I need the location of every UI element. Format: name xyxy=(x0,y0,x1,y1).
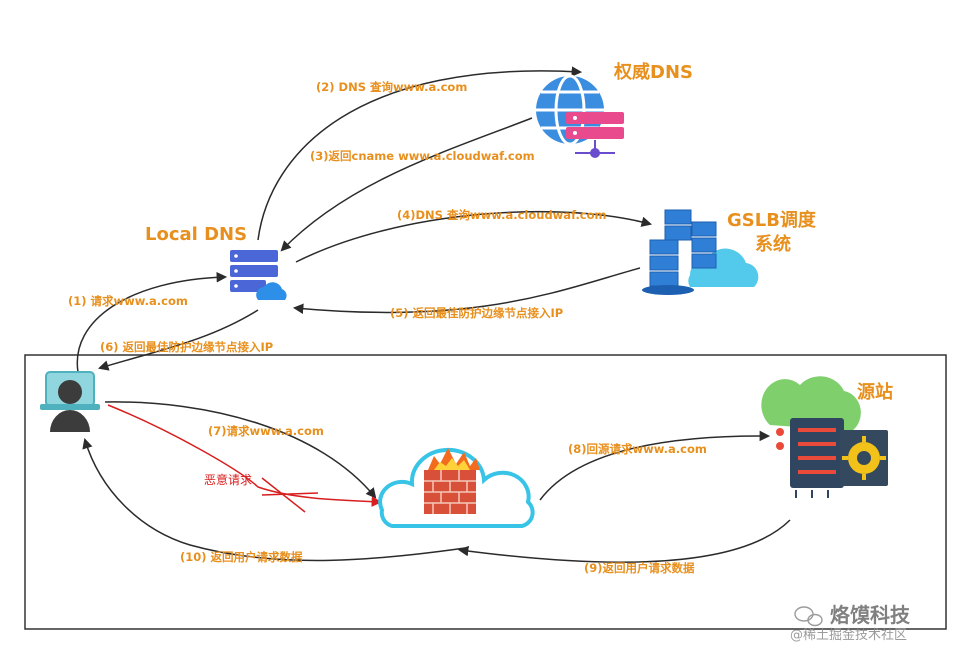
local-dns-label: Local DNS xyxy=(145,224,247,245)
origin-server-gear-icon xyxy=(761,376,888,498)
blocked-x-icon xyxy=(261,477,319,513)
step-7-label: (7)请求www.a.com xyxy=(208,424,324,438)
arrow-step-9 xyxy=(457,519,791,563)
step-2-label: (2) DNS 查询www.a.com xyxy=(316,80,467,94)
step-3-label: (3)返回cname www.a.cloudwaf.com xyxy=(310,149,535,163)
arrow-step-8 xyxy=(539,430,771,501)
gslb-server-cluster-icon xyxy=(642,209,759,295)
wechat-icon xyxy=(794,606,823,627)
malicious-request-label: 恶意请求 xyxy=(204,472,252,487)
step-1-label: (1) 请求www.a.com xyxy=(68,294,188,308)
arrow-step-4 xyxy=(295,210,653,263)
arrow-step-5 xyxy=(292,267,641,314)
step-8-label: (8)回源请求www.a.com xyxy=(568,442,707,456)
arrow-step-1 xyxy=(76,272,228,373)
step-10-label: (10) 返回用户请求数据 xyxy=(180,550,303,564)
watermark-sub: @稀土掘金技术社区 xyxy=(790,627,907,643)
step-4-label: (4)DNS 查询www.a.cloudwaf.com xyxy=(397,208,607,222)
arrow-step-6 xyxy=(97,309,259,371)
authoritative-dns-label: 权威DNS xyxy=(613,61,693,83)
step-9-label: (9)返回用户请求数据 xyxy=(584,561,695,575)
waf-firewall-cloud-icon xyxy=(378,447,535,528)
arrow-step-7 xyxy=(104,401,377,499)
arrow-step-3 xyxy=(280,117,533,252)
malicious-request-arrow xyxy=(107,404,383,507)
origin-label: 源站 xyxy=(857,381,893,403)
user-computer-icon xyxy=(40,371,100,432)
network-boundary-box xyxy=(24,354,947,630)
globe-server-icon xyxy=(536,74,624,158)
step-5-label: (5) 返回最佳防护边缘节点接入IP xyxy=(390,306,563,320)
arrow-step-10 xyxy=(82,437,466,562)
watermark-brand: 烙馍科技 xyxy=(830,603,911,627)
arrow-step-2 xyxy=(257,66,583,241)
gslb-label-line2: 系统 xyxy=(755,233,791,255)
local-dns-server-icon xyxy=(230,250,287,300)
step-6-label: (6) 返回最佳防护边缘节点接入IP xyxy=(100,340,273,354)
flow-arrows xyxy=(76,66,791,563)
watermark: 烙馍科技 @稀土掘金技术社区 xyxy=(790,603,911,643)
gslb-label-line1: GSLB调度 xyxy=(727,209,817,231)
